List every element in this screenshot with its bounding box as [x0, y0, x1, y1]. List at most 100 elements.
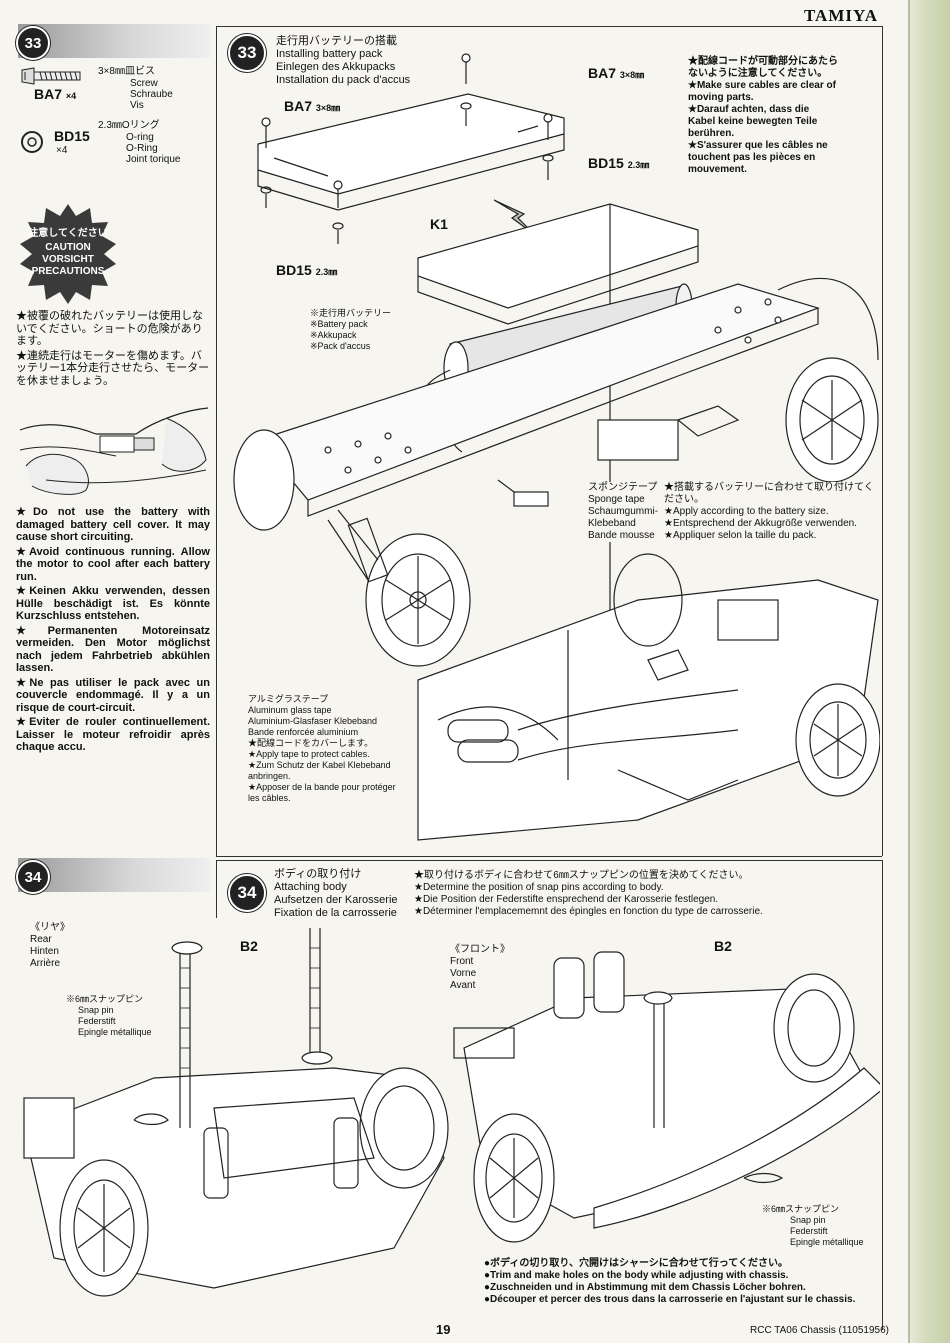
- rear-de: Hinten: [30, 946, 59, 957]
- alu-fr: Bande renforcée aluminium: [248, 727, 359, 737]
- alu-note-fr: ★Apposer de la bande pour protéger les c…: [248, 782, 396, 803]
- hand-battery-illustration: [19, 407, 209, 495]
- step34-header-bar: [18, 858, 210, 892]
- warning-jp-1: ★被覆の破れたバッテリーは使用しないでください。ショートの危険があります。: [16, 310, 203, 347]
- part-code-ba7: BA7 ×4: [34, 86, 77, 102]
- rear-fr: Arrière: [30, 958, 61, 969]
- part-de-ba7: Schraube: [130, 89, 173, 100]
- snap-pin-label-rear: ※6㎜スナップピン Snap pin Federstift Epingle mé…: [66, 994, 152, 1038]
- step34-note-de: ★Die Position der Federstifte ensprechen…: [414, 894, 719, 905]
- page-edge-strip: [908, 0, 950, 1343]
- part-en-ba7: Screw: [130, 78, 158, 89]
- step33-right-border: [882, 26, 883, 856]
- snap-pin-front-fr: Epingle métallique: [790, 1237, 864, 1247]
- battery-label: ※走行用バッテリー ※Battery pack ※Akkupack ※Pack …: [310, 308, 391, 352]
- front-label: 《フロント》 Front Vorne Avant: [450, 944, 510, 992]
- front-de: Vorne: [450, 968, 477, 979]
- step33-note-en: ★Make sure cables are clear of moving pa…: [688, 80, 836, 103]
- sponge-en: Sponge tape: [588, 494, 645, 505]
- step33-divider: [216, 26, 217, 856]
- alu-note-en: ★Apply tape to protect cables.: [248, 749, 370, 759]
- step33-main-number: 33: [228, 34, 266, 72]
- snap-pin-rear-en: Snap pin: [78, 1005, 114, 1015]
- step34-body-mount-illustration: [23, 928, 880, 1297]
- step33-title-de: Einlegen des Akkupacks: [276, 61, 396, 73]
- page-edge-line: [908, 0, 910, 1343]
- front-en: Front: [450, 956, 474, 967]
- step33-note-de: ★Darauf achten, dass die Kabel keine bew…: [688, 104, 818, 139]
- battery-label-jp: ※走行用バッテリー: [310, 308, 392, 318]
- step33-title-en: Installing battery pack: [276, 48, 383, 60]
- page-number: 19: [436, 1322, 451, 1337]
- snap-pin-rear-de: Federstift: [78, 1016, 116, 1026]
- alu-de: Aluminium-Glasfaser Klebeband: [248, 716, 378, 726]
- label-ba7-left: BA7 3×8㎜: [284, 98, 341, 114]
- step34-title-en: Attaching body: [274, 881, 347, 893]
- label-b2-rear: B2: [240, 938, 258, 954]
- snap-pin-label-front: ※6㎜スナップピン Snap pin Federstift Epingle mé…: [762, 1204, 864, 1248]
- alu-tape-label: アルミグラステープ Aluminum glass tape Aluminium-…: [248, 694, 398, 804]
- snap-pin-rear-jp: ※6㎜スナップピン: [66, 994, 144, 1004]
- part-en-bd15: O-ring: [126, 132, 154, 143]
- document-code: RCC TA06 Chassis (11051956): [750, 1325, 889, 1336]
- sponge-de-1: Schaumgummi-: [588, 506, 659, 517]
- part-size-ba7: 3×8㎜皿ビス: [98, 66, 155, 77]
- step33-chassis-illustration: [233, 53, 880, 841]
- sponge-note-fr: ★Appliquer selon la taille du pack.: [664, 530, 817, 541]
- label-b2-front: B2: [714, 938, 732, 954]
- warning-en-2: ★Avoid continuous running. Allow the mot…: [16, 545, 210, 583]
- sponge-note-en: ★Apply according to the battery size.: [664, 506, 829, 517]
- part-de-bd15: O-Ring: [126, 143, 158, 154]
- step34-top-border: [216, 860, 882, 861]
- step34-title-jp: ボディの取り付け: [274, 868, 362, 880]
- front-fr: Avant: [450, 980, 476, 991]
- battery-label-de: ※Akkupack: [310, 330, 357, 340]
- rear-en: Rear: [30, 934, 52, 945]
- brand-logo: TAMIYA: [803, 6, 878, 25]
- snap-pin-front-en: Snap pin: [790, 1215, 826, 1225]
- label-bd15-left: BD15 2.3㎜: [276, 262, 338, 278]
- step33-note-fr: ★S'assurer que les câbles ne touchent pa…: [688, 140, 828, 175]
- battery-label-en: ※Battery pack: [310, 319, 368, 329]
- label-ba7-right: BA7 3×8㎜: [588, 65, 645, 81]
- warning-en-1: ★Do not use the battery with damaged bat…: [16, 506, 210, 543]
- step34-divider: [216, 860, 217, 918]
- warning-intl-block: ★Do not use the battery with damaged bat…: [16, 506, 210, 756]
- trim-instructions: ●ボディの切り取り、穴開けはシャーシに合わせて行ってください。 ●Trim an…: [484, 1258, 874, 1306]
- trim-en: ●Trim and make holes on the body while a…: [484, 1270, 789, 1281]
- snap-pin-rear-fr: Epingle métallique: [78, 1027, 152, 1037]
- step33-note-jp: ★配線コードが可動部分にあたらないように注意してください。: [688, 56, 838, 79]
- sponge-fr: Bande mousse: [588, 530, 655, 541]
- step34-title-fr: Fixation de la carrosserie: [274, 907, 397, 919]
- snap-pin-front-jp: ※6㎜スナップピン: [762, 1204, 840, 1214]
- step33-title-jp: 走行用バッテリーの搭載: [276, 35, 397, 47]
- step34-number: 34: [16, 860, 50, 894]
- screw-icon: [21, 67, 81, 85]
- part-fr-bd15: Joint torique: [126, 154, 181, 165]
- step34-note-en: ★Determine the position of snap pins acc…: [414, 882, 664, 893]
- caution-de: VORSICHT: [42, 254, 94, 265]
- alu-jp: アルミグラステープ: [248, 694, 329, 704]
- part-size-bd15: 2.3㎜Oリング: [98, 120, 160, 131]
- front-jp: 《フロント》: [450, 944, 510, 955]
- label-k1: K1: [430, 216, 448, 232]
- alu-note-de: ★Zum Schutz der Kabel Klebeband anbringe…: [248, 760, 391, 781]
- part-code-bd15: BD15: [54, 128, 90, 144]
- step33-header-bar: [18, 24, 210, 58]
- step33-number: 33: [16, 26, 50, 60]
- battery-label-fr: ※Pack d'accus: [310, 341, 371, 351]
- warning-fr-2: ★Eviter de rouler continuellement. Laiss…: [16, 716, 210, 753]
- trim-jp: ●ボディの切り取り、穴開けはシャーシに合わせて行ってください。: [484, 1258, 788, 1269]
- step34-title-de: Aufsetzen der Karosserie: [274, 894, 398, 906]
- warning-fr-1: ★Ne pas utiliser le pack avec un couverc…: [16, 676, 210, 714]
- part-qty-bd15: ×4: [56, 145, 68, 156]
- label-bd15-right: BD15 2.3㎜: [588, 155, 650, 171]
- step33-title-fr: Installation du pack d'accus: [276, 74, 411, 86]
- step34-note-jp: ★取り付けるボディに合わせて6㎜スナップピンの位置を決めてください。: [414, 870, 749, 881]
- snap-pin-front-de: Federstift: [790, 1226, 828, 1236]
- alu-note-jp: ★配線コードをカバーします。: [248, 738, 374, 748]
- warning-de-1: ★Keinen Akku verwenden, dessen Hülle bes…: [16, 585, 210, 622]
- rear-jp: 《リヤ》: [30, 922, 70, 933]
- sponge-note-jp: ★搭載するバッテリーに合わせて取り付けてください。: [664, 482, 874, 505]
- sponge-tape-label: スポンジテープ Sponge tape Schaumgummi- Klebeba…: [588, 482, 659, 542]
